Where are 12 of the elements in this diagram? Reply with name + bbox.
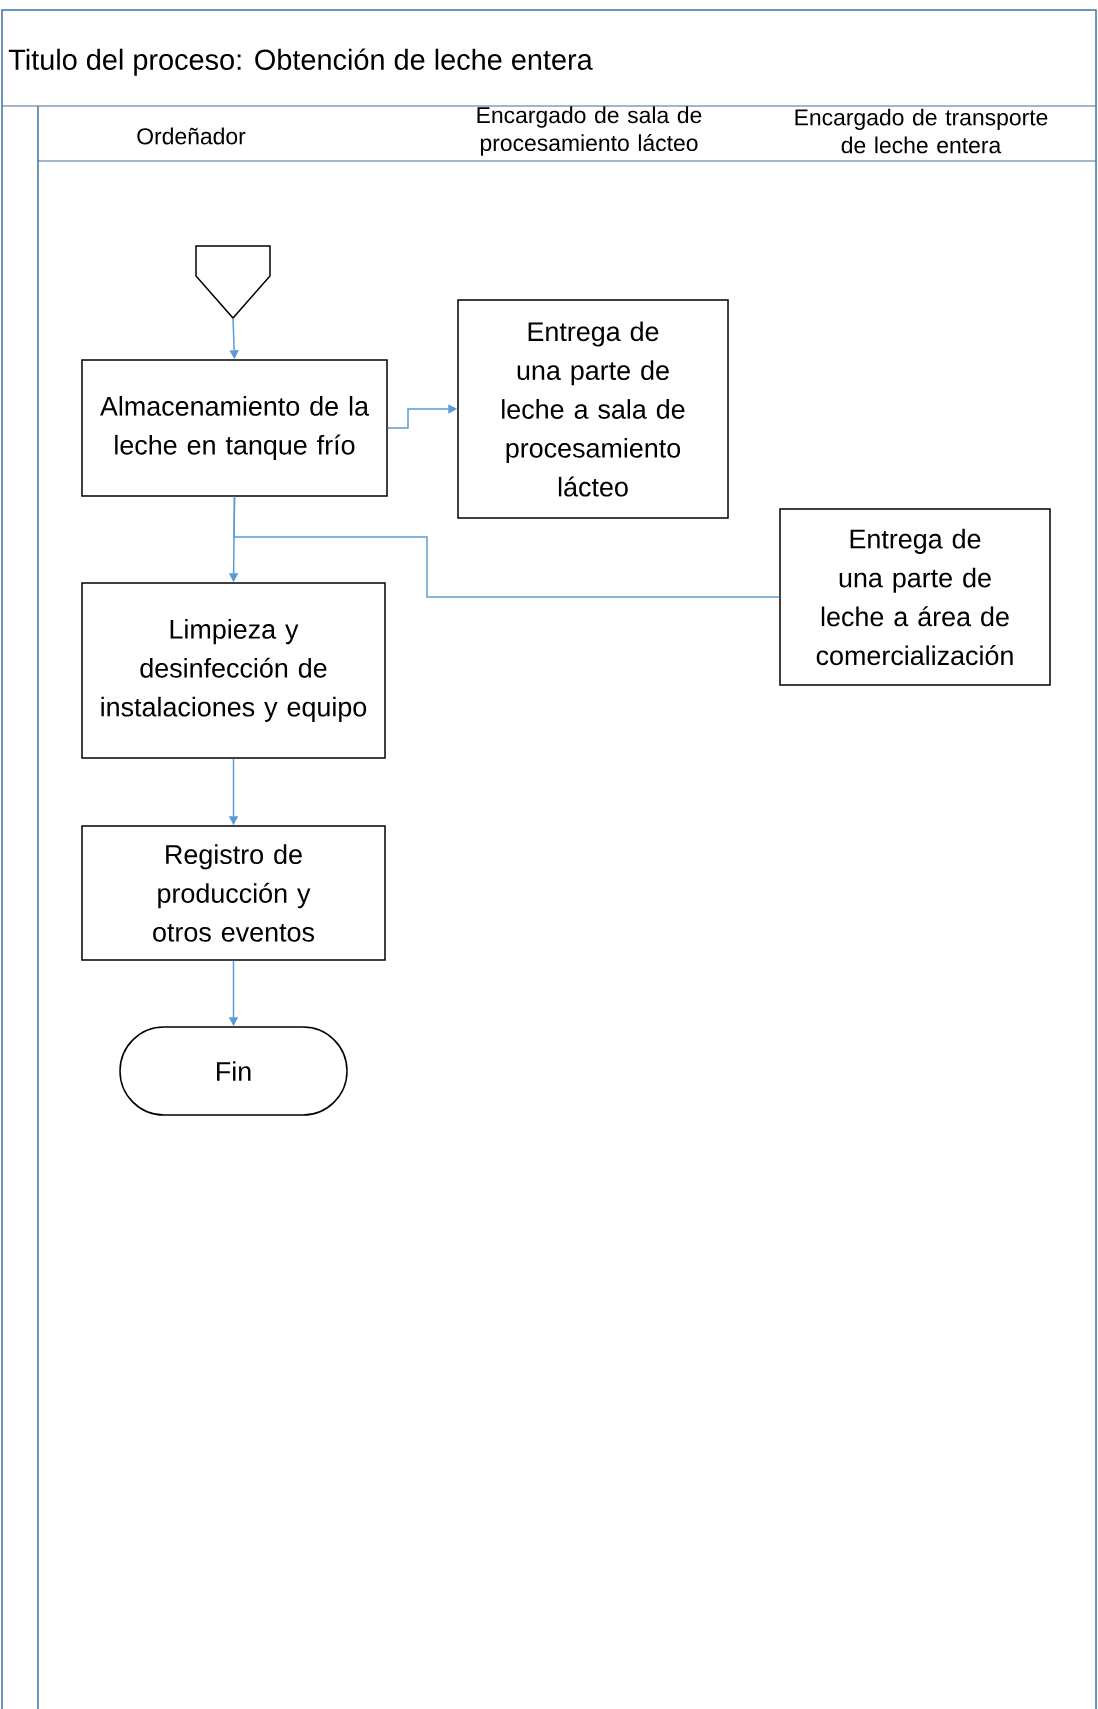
process-box: Entrega de una parte de leche a área de comercialización (779, 508, 1051, 686)
process-box: Entrega de una parte de leche a sala de procesamiento lácteo (457, 299, 729, 519)
process-box: Almacenamiento de la leche en tanque frío (81, 359, 388, 497)
connector (233, 496, 780, 598)
lane-header: Ordeñador (137, 127, 246, 145)
lane-header: Encargado de transporte de leche entera (795, 108, 1048, 154)
title: Titulo del proceso: Obtención de leche entera (8, 48, 593, 76)
terminator: Fin (119, 1026, 348, 1116)
process-box: Registro de producción y otros eventos (81, 825, 386, 961)
off-page-connector (195, 245, 271, 320)
lane-header: Encargado de sala de procesamiento lácteo (477, 106, 702, 156)
process-box: Limpieza y desinfección de instalaciones y equipo (81, 582, 386, 759)
